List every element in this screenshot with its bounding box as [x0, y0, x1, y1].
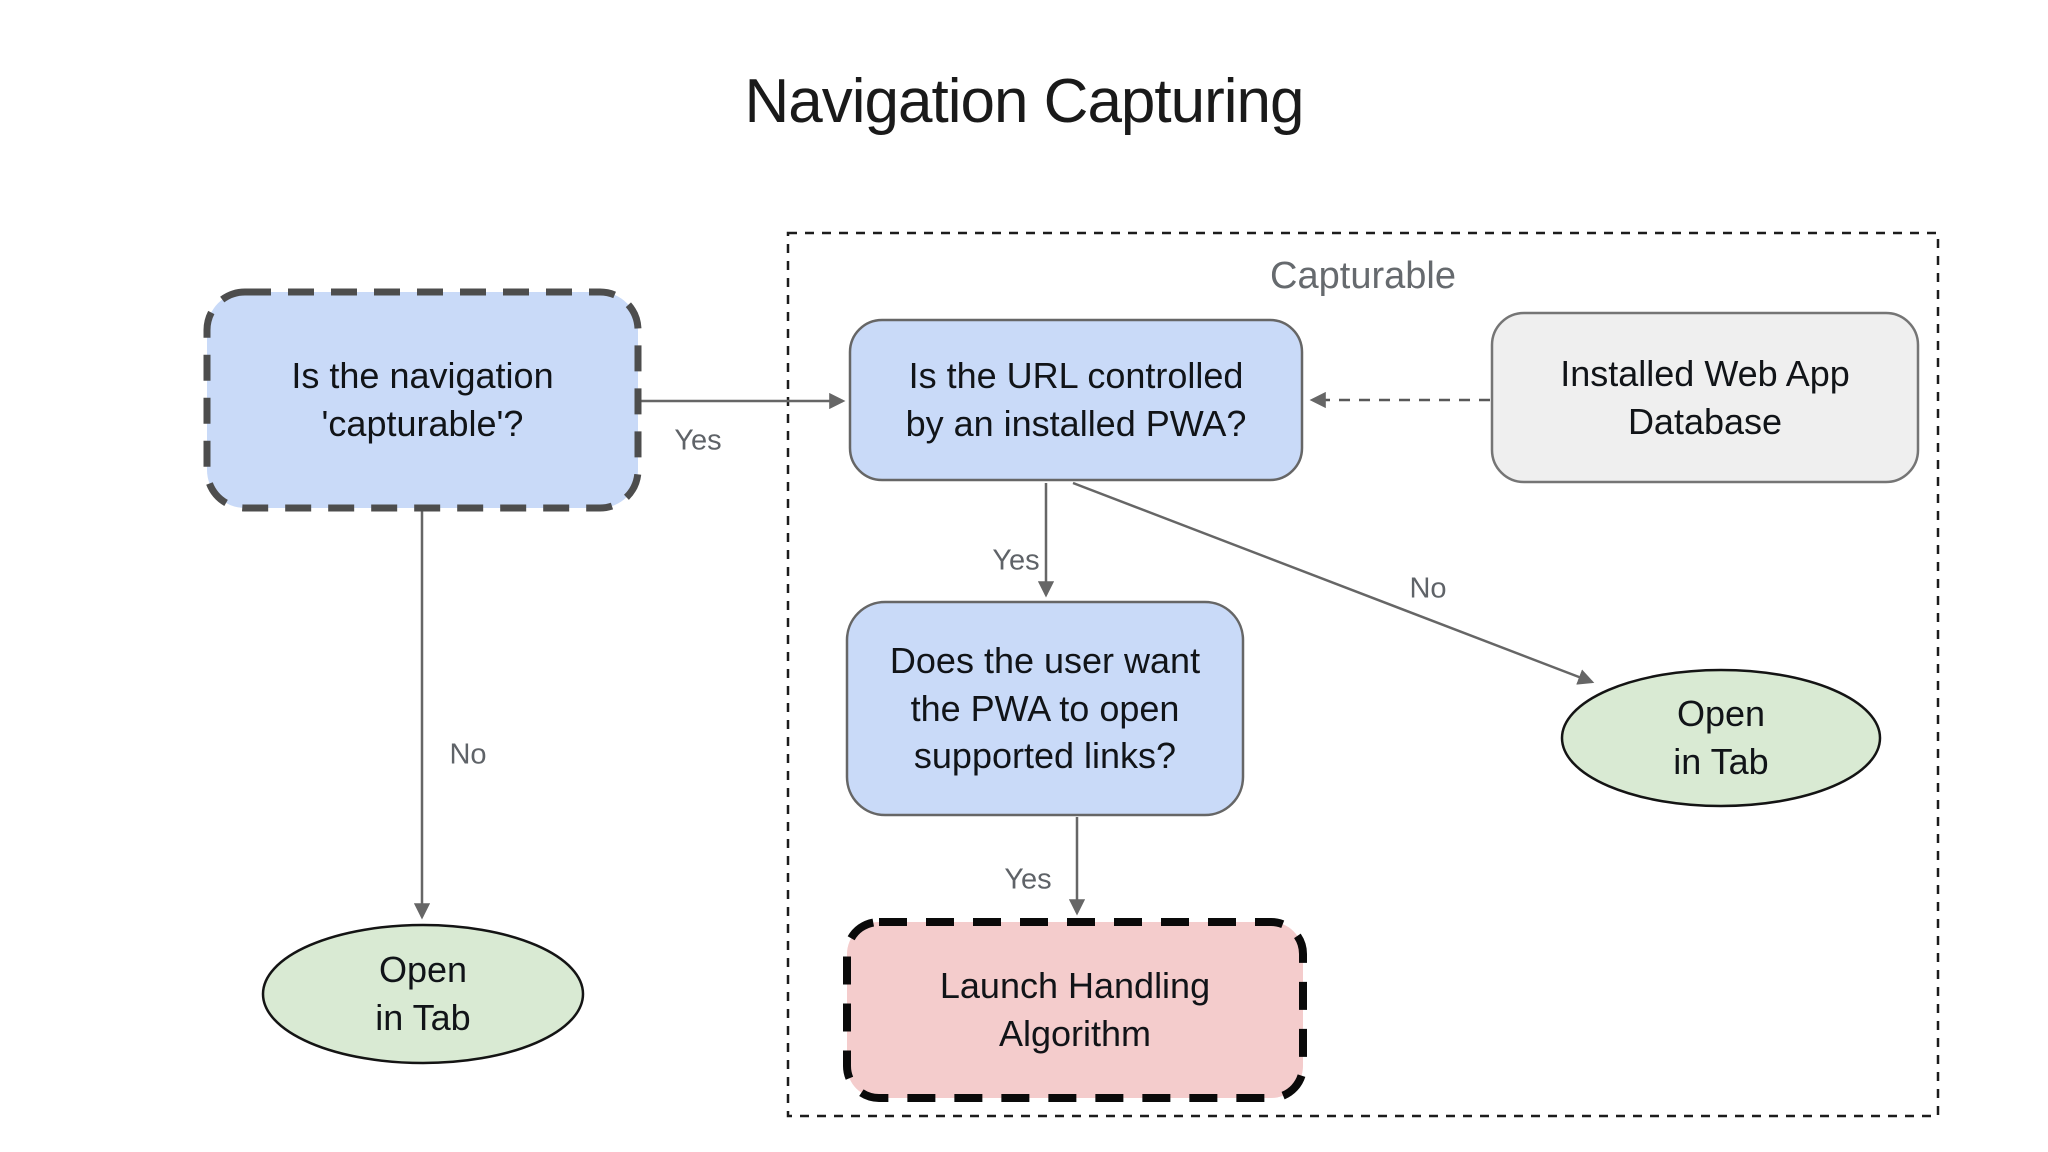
diagram-title: Navigation Capturing [744, 67, 1304, 136]
launch-handling-shape [843, 918, 1307, 1102]
edge-label-capturable-yes: Yes [674, 424, 722, 457]
edge-url-no-arrow [1072, 481, 1595, 685]
capturable-question-label: Is the navigation 'capturable'? [291, 355, 554, 444]
open-in-tab-right-shape [1560, 668, 1882, 808]
capturable-group-label: Capturable [1270, 255, 1456, 297]
user-want-shape [845, 600, 1245, 817]
open-in-tab-right-label: Open in Tab [1673, 693, 1769, 782]
installed-db-label: Installed Web App Database [1560, 352, 1850, 442]
capturable-group-outline [786, 231, 1940, 1118]
launch-handling-label: Launch Handling Algorithm [939, 965, 1211, 1054]
capturable-question-shape [203, 288, 642, 512]
user-want-label: Does the user want the PWA to open suppo… [889, 640, 1201, 777]
edge-label-capturable-no: No [449, 738, 487, 771]
url-controlled-label: Is the URL controlled by an installed PW… [905, 355, 1247, 444]
edge-label-url-yes: Yes [992, 544, 1040, 577]
installed-db-shape [1490, 311, 1920, 484]
edge-label-user-want-yes: Yes [1004, 863, 1052, 896]
open-in-tab-left-shape [261, 923, 585, 1065]
url-controlled-shape [848, 318, 1304, 482]
open-in-tab-left-label: Open in Tab [375, 949, 471, 1038]
edge-label-url-no: No [1409, 572, 1447, 605]
